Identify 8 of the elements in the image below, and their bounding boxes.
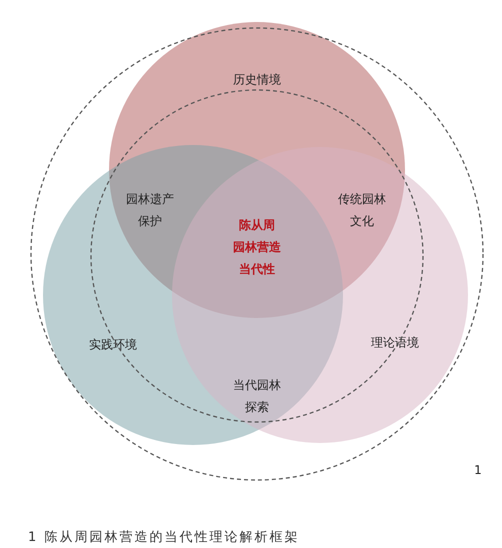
region-label: 当代园林探索: [232, 377, 282, 416]
region-label: 陈从周园林营造当代性: [232, 217, 282, 278]
circle-label: 实践环境: [89, 336, 137, 354]
region-label: 传统园林文化: [337, 191, 387, 230]
circle-label: 历史情境: [233, 72, 281, 88]
region-label: 园林遗产保护: [125, 191, 175, 230]
figure-number: 1: [474, 462, 482, 479]
figure-caption: 1 陈从周园林营造的当代性理论解析框架: [28, 529, 300, 546]
